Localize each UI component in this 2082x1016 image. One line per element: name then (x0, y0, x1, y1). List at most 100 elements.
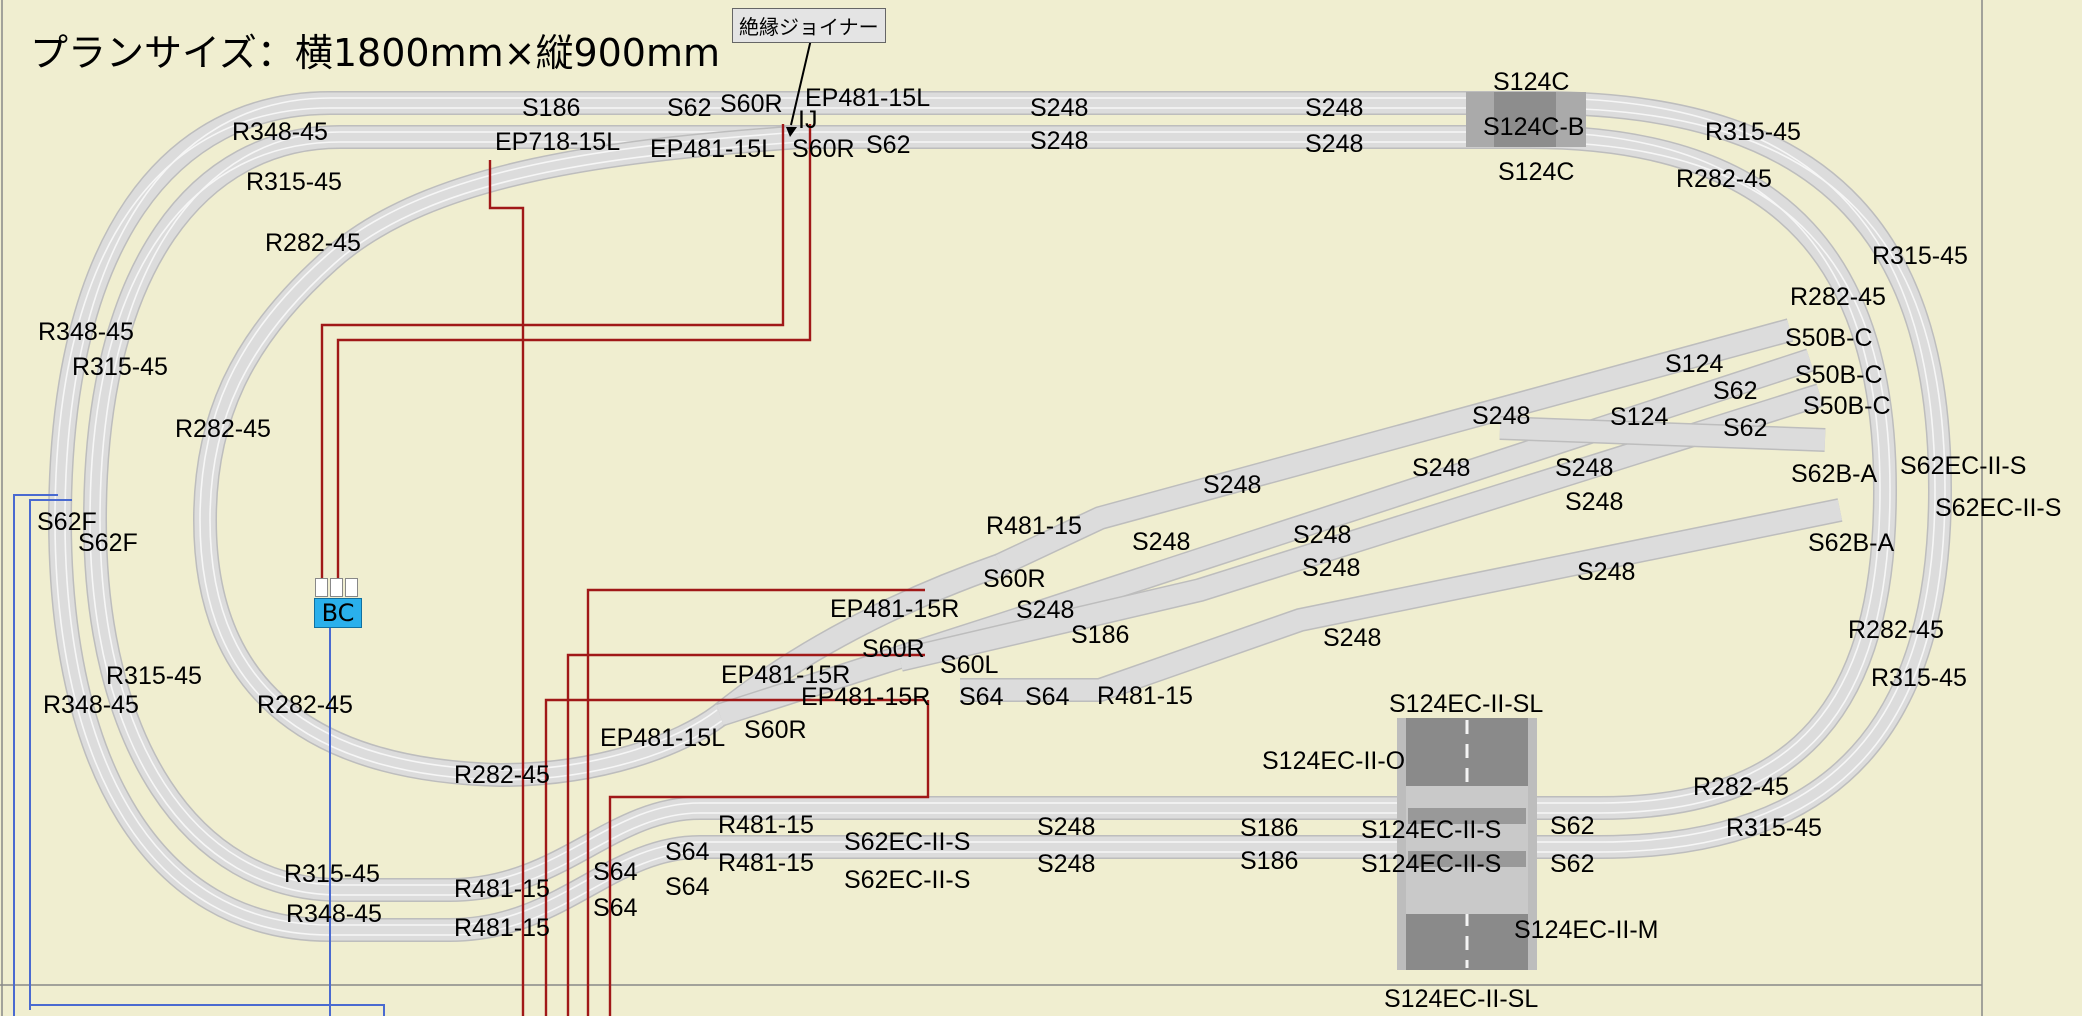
label-s124c-b: S124C-B (1483, 113, 1584, 141)
label-s62ec-ii-s-1: S62EC-II-S (844, 828, 970, 856)
label-ij: IJ (798, 106, 817, 134)
label-s62b-a-1: S62B-A (1791, 460, 1877, 488)
label-s62ec-ii-s-r1: S62EC-II-S (1900, 452, 2026, 480)
label-s60r-mid: S60R (792, 135, 855, 163)
label-r348-45-tl: R348-45 (232, 118, 328, 146)
label-s248-y3: S248 (1555, 454, 1613, 482)
signal-wires (13, 494, 385, 1016)
track-labels: S186 S62 S60R IJ EP481-15L S248 S248 S12… (37, 68, 2061, 1013)
label-r315-45-tr: R315-45 (1705, 118, 1801, 146)
label-r282-45-tr: R282-45 (1676, 165, 1772, 193)
label-s50b-c-2: S50B-C (1795, 361, 1883, 389)
label-r481-15-4: R481-15 (454, 914, 550, 942)
label-s248-top-2: S248 (1305, 94, 1363, 122)
label-s124-y1: S124 (1665, 350, 1723, 378)
label-s248-mid-2: S248 (1305, 130, 1363, 158)
label-s64-b: S64 (1025, 683, 1070, 711)
label-s248-top-1: S248 (1030, 94, 1088, 122)
label-r481-15-3: R481-15 (454, 875, 550, 903)
bc-control-box[interactable]: BC (314, 598, 362, 628)
label-r481-15-2: R481-15 (718, 849, 814, 877)
label-ep481-15l-bot: EP481-15L (600, 724, 725, 752)
label-ep718-15l: EP718-15L (495, 128, 620, 156)
label-r315-45-bl2: R315-45 (284, 860, 380, 888)
label-s186-top: S186 (522, 94, 580, 122)
label-s60r-y: S60R (983, 565, 1046, 593)
label-r282-45-l: R282-45 (175, 415, 271, 443)
label-s248-y9: S248 (1302, 554, 1360, 582)
label-r282-45-tl: R282-45 (265, 229, 361, 257)
label-r282-45-br: R282-45 (1693, 773, 1789, 801)
bc-terminal-3 (345, 578, 358, 597)
label-r315-45-br: R315-45 (1726, 814, 1822, 842)
plan-size-title: プランサイズ：横1800mm×縦900mm (30, 31, 721, 75)
label-r481-15-1: R481-15 (718, 811, 814, 839)
label-s124ec-ii-sl-bot: S124EC-II-SL (1384, 985, 1538, 1013)
label-s186-b2: S186 (1240, 847, 1298, 875)
label-s248-y8: S248 (1577, 558, 1635, 586)
label-r315-45-l: R315-45 (72, 353, 168, 381)
label-s186-y: S186 (1071, 621, 1129, 649)
label-s64-e: S64 (665, 873, 710, 901)
station-platform (1466, 92, 1586, 147)
label-s50b-c-3: S50B-C (1803, 392, 1891, 420)
label-r348-45-bl2: R348-45 (286, 900, 382, 928)
label-s248-y10: S248 (1016, 596, 1074, 624)
label-s248-y4: S248 (1203, 471, 1261, 499)
label-s64-d: S64 (593, 858, 638, 886)
label-ep481-15r-1: EP481-15R (830, 595, 959, 623)
label-r282-45-bl: R282-45 (257, 691, 353, 719)
label-s62-mid: S62 (866, 131, 910, 159)
label-r315-45-tl: R315-45 (246, 168, 342, 196)
level-crossing (1397, 718, 1537, 970)
label-s124ec-ii-s-2: S124EC-II-S (1361, 850, 1501, 878)
label-s124ec-ii-sl-top: S124EC-II-SL (1389, 690, 1543, 718)
label-s248-y11: S248 (1323, 624, 1381, 652)
label-r315-45-bl: R315-45 (106, 662, 202, 690)
label-ep481-15r-2: EP481-15R (721, 661, 850, 689)
label-s124c-top: S124C (1493, 68, 1569, 96)
middle-loop-track (82, 125, 1898, 902)
track-layout (47, 91, 1953, 970)
label-s124c-bot: S124C (1498, 158, 1574, 186)
label-s248-b2: S248 (1037, 850, 1095, 878)
label-r348-45-l: R348-45 (38, 318, 134, 346)
outer-loop-track (47, 91, 1953, 942)
label-s64-c: S64 (665, 838, 710, 866)
label-r481-15-b: R481-15 (1097, 682, 1193, 710)
label-r282-45-r2: R282-45 (1848, 616, 1944, 644)
label-s60r-top: S60R (720, 90, 783, 118)
label-s62f-1: S62F (37, 508, 97, 536)
label-s62-top: S62 (667, 94, 711, 122)
label-s62ec-ii-s-2: S62EC-II-S (844, 866, 970, 894)
label-r282-45-r: R282-45 (1790, 283, 1886, 311)
label-s248-mid-1: S248 (1030, 127, 1088, 155)
label-s64-f: S64 (593, 894, 638, 922)
label-r315-45-r: R315-45 (1872, 242, 1968, 270)
bc-terminal-1 (315, 578, 328, 597)
label-s248-y2: S248 (1412, 454, 1470, 482)
label-s248-y7: S248 (1293, 521, 1351, 549)
label-s62b-a-2: S62B-A (1808, 529, 1894, 557)
label-s248-y5: S248 (1565, 488, 1623, 516)
label-s62-y1: S62 (1713, 377, 1757, 405)
label-r481-15-y: R481-15 (986, 512, 1082, 540)
label-s60r-bot: S60R (744, 716, 807, 744)
label-r348-45-bl: R348-45 (43, 691, 139, 719)
bc-terminal-2 (330, 578, 343, 597)
label-s124ec-ii-o: S124EC-II-O (1262, 747, 1405, 775)
label-s62-b2: S62 (1550, 850, 1594, 878)
label-s62f-2: S62F (78, 529, 138, 557)
label-s60r-y2: S60R (862, 635, 925, 663)
label-s124ec-ii-m: S124EC-II-M (1514, 916, 1658, 944)
label-s62-b1: S62 (1550, 812, 1594, 840)
label-s62ec-ii-s-r2: S62EC-II-S (1935, 494, 2061, 522)
label-s60l: S60L (940, 651, 998, 679)
insulated-joiner-callout: 絶縁ジョイナー (732, 8, 886, 43)
label-s62-y2: S62 (1723, 414, 1767, 442)
label-s248-y1: S248 (1472, 402, 1530, 430)
label-s248-y6: S248 (1132, 528, 1190, 556)
label-ep481-15r-3: EP481-15R (801, 683, 930, 711)
yard-tracks (716, 318, 1843, 727)
